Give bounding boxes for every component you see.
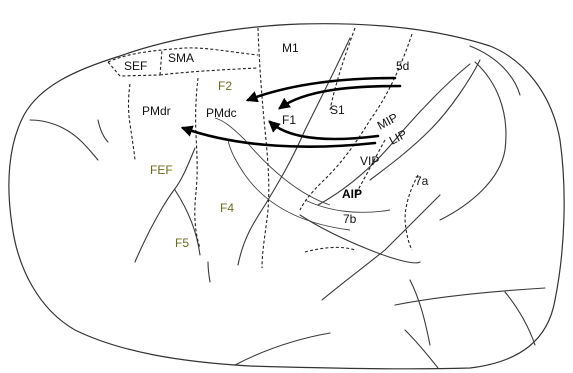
label-f2: F2: [218, 79, 232, 93]
label-vip: VIP: [360, 154, 379, 168]
border-pmd-pmc: [196, 78, 198, 192]
spur-small-2: [208, 262, 210, 282]
label-m1: M1: [282, 41, 299, 55]
sylvian-fissure: [300, 215, 420, 263]
border-sma-bottom: [160, 68, 258, 75]
lower-curve-3: [410, 280, 430, 345]
border-s1: [330, 28, 355, 110]
label-fef: FEF: [150, 163, 173, 177]
label-f4: F4: [220, 201, 234, 215]
label-f1: F1: [282, 113, 296, 127]
label-sma: SMA: [168, 51, 194, 65]
label-f5: F5: [175, 236, 189, 250]
projection-line-2: [228, 140, 350, 230]
border-m1-left: [258, 28, 269, 268]
border-f4-left: [195, 192, 200, 248]
brain-outline: [9, 24, 564, 369]
lower-curve-1: [235, 333, 330, 365]
projection-line-3: [305, 200, 390, 212]
label-sef: SEF: [124, 59, 147, 73]
label-7a: 7a: [415, 174, 429, 188]
principal-sulcus: [30, 120, 98, 160]
label-s1: S1: [330, 103, 345, 117]
label-7b: 7b: [343, 212, 357, 226]
label-lip: LIP: [387, 127, 409, 148]
border-7b: [305, 247, 355, 252]
label-5d: 5d: [396, 59, 409, 73]
lower-curve-2: [405, 330, 438, 368]
label-pmdr: PMdr: [142, 104, 171, 118]
border-sma-m1: [160, 50, 162, 75]
occipital-curve: [505, 292, 535, 345]
spur-small: [98, 120, 108, 142]
label-aip: AIP: [342, 187, 362, 201]
label-pmdc: PMdc: [206, 106, 237, 120]
arrow-mip-to-pmdr: [183, 128, 375, 147]
border-pm-left: [129, 84, 136, 160]
lunate-sulcus: [440, 62, 506, 220]
